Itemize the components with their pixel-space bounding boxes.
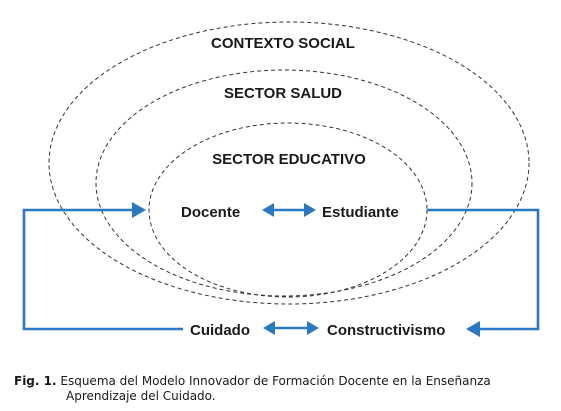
feedback-arrow-right <box>427 208 540 337</box>
node-cuidado: Cuidado <box>190 322 250 339</box>
ring-label-sector-salud: SECTOR SALUD <box>224 85 342 102</box>
figure-caption-text-line2: Aprendizaje del Cuidado. <box>66 389 216 403</box>
double-arrow-cuidado-constructivismo <box>263 321 319 335</box>
ring-label-sector-educativo: SECTOR EDUCATIVO <box>212 151 366 168</box>
node-estudiante: Estudiante <box>322 204 399 221</box>
ring-contexto-social <box>48 21 530 305</box>
node-constructivismo: Constructivismo <box>327 322 445 339</box>
figure-caption-label: Fig. 1. <box>14 374 57 388</box>
figure-caption-text-line1: Esquema del Modelo Innovador de Formació… <box>60 374 491 388</box>
feedback-arrow-left <box>22 202 183 331</box>
double-arrow-docente-estudiante <box>262 203 316 217</box>
ring-label-contexto-social: CONTEXTO SOCIAL <box>211 35 355 52</box>
node-docente: Docente <box>181 204 240 221</box>
ring-sector-salud <box>95 69 473 297</box>
figure-caption: Fig. 1. Esquema del Modelo Innovador de … <box>14 374 554 404</box>
